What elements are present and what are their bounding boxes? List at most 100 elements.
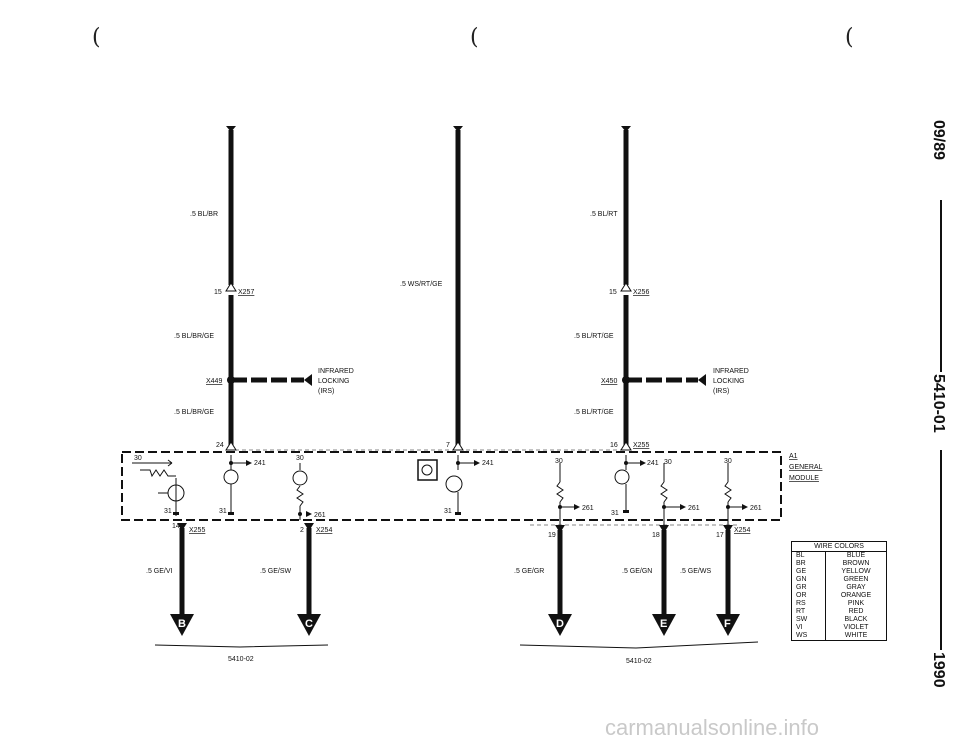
- terminal-31-d: 31: [611, 510, 619, 517]
- terminal-261-d: 261: [750, 505, 762, 512]
- wire-color: ORANGE: [840, 592, 872, 599]
- pin-18: 18: [652, 532, 660, 539]
- side-year: 1990: [930, 652, 947, 688]
- terminal-261-b: 261: [582, 505, 594, 512]
- wire-color: PINK: [847, 600, 865, 607]
- wire-label-out-f: .5 GE/WS: [680, 568, 711, 575]
- wire-color: YELLOW: [841, 568, 871, 575]
- page-paren-2: (: [470, 25, 479, 50]
- connector-label-x255-top: X255: [633, 442, 649, 449]
- output-f-label: F: [724, 618, 731, 630]
- wire-color: WHITE: [844, 632, 868, 639]
- connector-label-x254-right: X254: [734, 527, 750, 534]
- pin-14: 14: [172, 523, 180, 530]
- wire-color: GRAY: [846, 584, 866, 591]
- wire-label-out-c: .5 GE/SW: [260, 568, 292, 575]
- module-entry-connectors: 24 7 16 X255: [216, 441, 649, 451]
- connector-x256: 15 X256: [609, 282, 649, 296]
- table-row: GR GRAY: [791, 584, 887, 592]
- module-line1: GENERAL: [789, 464, 823, 471]
- terminal-241-c: 241: [647, 460, 659, 467]
- wire-colors-title: WIRE COLORS: [791, 541, 887, 552]
- terminal-241-a: 241: [254, 460, 266, 467]
- side-header: 09/89 5410-01 1990: [930, 118, 954, 694]
- module-ref: A1: [789, 453, 798, 460]
- wire-label-center: .5 WS/RT/GE: [400, 281, 443, 288]
- connector-x257: 15 X257: [214, 282, 254, 296]
- wire-label-left-low: .5 BL/BR/GE: [174, 409, 214, 416]
- output-arrows: [170, 614, 740, 636]
- pin-19: 19: [548, 532, 556, 539]
- output-c-label: C: [305, 618, 313, 630]
- side-code: 5410-01: [930, 374, 947, 433]
- module-line2: MODULE: [789, 475, 819, 482]
- pin-15-right: 15: [609, 289, 617, 296]
- component-left-line3: (IRS): [318, 388, 334, 395]
- component-left-line1: INFRARED: [318, 368, 354, 375]
- table-row: RS PINK: [791, 600, 887, 608]
- wire-color: BLACK: [844, 616, 868, 623]
- terminal-31-a: 31: [164, 508, 172, 515]
- watermark: carmanualsonline.info: [605, 715, 819, 740]
- wire-code: VI: [791, 624, 826, 632]
- pin-2: 2: [300, 527, 304, 534]
- component-left-line2: LOCKING: [318, 378, 350, 385]
- wire-code: OR: [791, 592, 826, 600]
- pin-15-left: 15: [214, 289, 222, 296]
- connector-label-x257: X257: [238, 289, 254, 296]
- terminal-30-d: 30: [664, 459, 672, 466]
- wire-color: BLUE: [846, 552, 866, 559]
- component-right-line2: LOCKING: [713, 378, 745, 385]
- wire-code: RS: [791, 600, 826, 608]
- component-right-line3: (IRS): [713, 388, 729, 395]
- terminal-31-b: 31: [219, 508, 227, 515]
- output-b-label: B: [178, 618, 186, 630]
- terminal-30-b: 30: [296, 455, 304, 462]
- wire-code: GE: [791, 568, 826, 576]
- terminal-31-c: 31: [444, 508, 452, 515]
- wire-label-out-d: .5 GE/GR: [514, 568, 544, 575]
- terminal-30-a: 30: [134, 455, 142, 462]
- wire-label-right-top: .5 BL/RT: [590, 211, 618, 218]
- connector-label-x450: X450: [601, 378, 617, 385]
- wire-code: BR: [791, 560, 826, 568]
- wire-color: RED: [848, 608, 864, 615]
- wire-color: BROWN: [842, 560, 870, 567]
- connector-label-x254-left: X254: [316, 527, 332, 534]
- wire-code: GR: [791, 584, 826, 592]
- wire-label-left-top: .5 BL/BR: [190, 211, 218, 218]
- wire-label-out-b: .5 GE/VI: [146, 568, 173, 575]
- terminal-241-b: 241: [482, 460, 494, 467]
- connector-label-x256: X256: [633, 289, 649, 296]
- wire-label-right-mid: .5 BL/RT/GE: [574, 333, 614, 340]
- general-module-box: A1 GENERAL MODULE: [121, 449, 823, 526]
- wire-label-right-low: .5 BL/RT/GE: [574, 409, 614, 416]
- terminal-261-a: 261: [314, 512, 326, 519]
- terminal-30-c: 30: [555, 458, 563, 465]
- connector-label-x255-bot: X255: [189, 527, 205, 534]
- ref-brackets: [154, 641, 759, 649]
- pin-16: 16: [610, 442, 618, 449]
- output-e-label: E: [660, 618, 667, 630]
- side-date: 09/89: [930, 120, 947, 160]
- table-row: BR BROWN: [791, 560, 887, 568]
- table-row: GE YELLOW: [791, 568, 887, 576]
- wire-color: VIOLET: [843, 624, 869, 631]
- page-ref-left: 5410-02: [228, 656, 254, 663]
- pin-7: 7: [446, 442, 450, 449]
- page-paren-1: (: [92, 25, 101, 50]
- terminal-30-e: 30: [724, 458, 732, 465]
- page-paren-3: (: [845, 25, 854, 50]
- component-right-line1: INFRARED: [713, 368, 749, 375]
- connector-label-x449: X449: [206, 378, 222, 385]
- output-d-label: D: [556, 618, 564, 630]
- splice-right: X450 INFRARED LOCKING (IRS): [601, 368, 749, 395]
- splice-left: X449 INFRARED LOCKING (IRS): [206, 368, 354, 395]
- table-row: VI VIOLET: [791, 624, 887, 632]
